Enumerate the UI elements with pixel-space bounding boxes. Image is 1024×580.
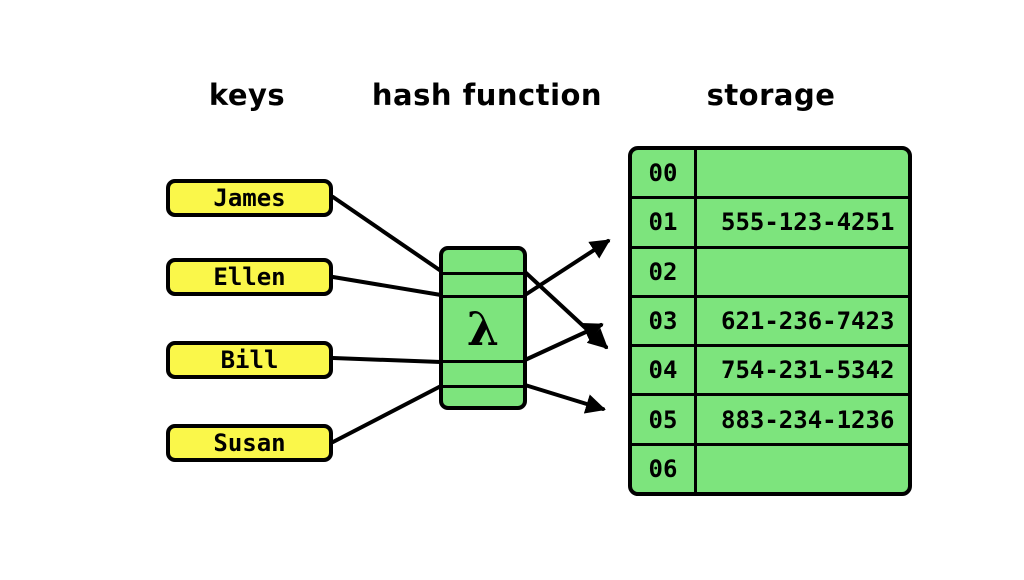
keys-header: keys (208, 78, 286, 112)
lambda-symbol: λ (466, 302, 500, 356)
storage-row-02: 02 (632, 248, 908, 298)
storage-index: 03 (632, 297, 697, 345)
line-bill-to-hash (331, 356, 443, 364)
storage-index: 05 (632, 396, 697, 443)
storage-row-05: 05 883-234-1236 (632, 396, 908, 446)
storage-value (697, 249, 908, 295)
key-box-bill: Bill (166, 341, 333, 379)
key-box-james: James (166, 179, 333, 217)
storage-index: 02 (632, 248, 697, 295)
storage-index: 01 (632, 199, 697, 246)
storage-row-03: 03 621-236-7423 (632, 297, 908, 348)
storage-index: 00 (632, 150, 697, 197)
key-label: Ellen (213, 263, 286, 291)
line-susan-to-hash (331, 384, 443, 444)
hash-function-header: hash function (371, 78, 603, 112)
hash-function-box: λ (439, 246, 527, 410)
storage-value: 621-236-7423 (721, 306, 895, 335)
arrow-hash-to-slot-04 (523, 270, 609, 350)
storage-value: 883-234-1236 (721, 405, 895, 434)
arrow-hash-to-slot-05 (523, 383, 606, 414)
key-box-ellen: Ellen (166, 258, 333, 296)
key-label: Bill (220, 346, 279, 374)
storage-row-06: 06 (632, 445, 908, 492)
storage-value (697, 446, 908, 492)
storage-table: 00 01 555-123-4251 02 03 621-236-7423 04… (628, 146, 912, 496)
storage-header: storage (706, 78, 836, 112)
hash-divider (443, 272, 523, 275)
storage-index: 04 (632, 347, 697, 394)
arrow-hash-to-slot-01 (523, 239, 611, 297)
line-ellen-to-hash (331, 275, 443, 297)
storage-row-00: 00 (632, 150, 908, 200)
storage-index: 06 (632, 445, 697, 492)
arrow-hash-to-slot-03 (523, 323, 604, 362)
key-label: James (213, 184, 286, 212)
key-box-susan: Susan (166, 424, 333, 462)
storage-row-01: 01 555-123-4251 (632, 199, 908, 249)
hash-divider (443, 295, 523, 298)
key-label: Susan (213, 429, 286, 457)
hash-divider (443, 385, 523, 388)
hash-divider (443, 360, 523, 363)
storage-row-04: 04 754-231-5342 (632, 347, 908, 397)
storage-value (697, 150, 908, 196)
line-james-to-hash (331, 195, 443, 273)
storage-value: 555-123-4251 (721, 208, 895, 237)
storage-value: 754-231-5342 (721, 356, 895, 385)
